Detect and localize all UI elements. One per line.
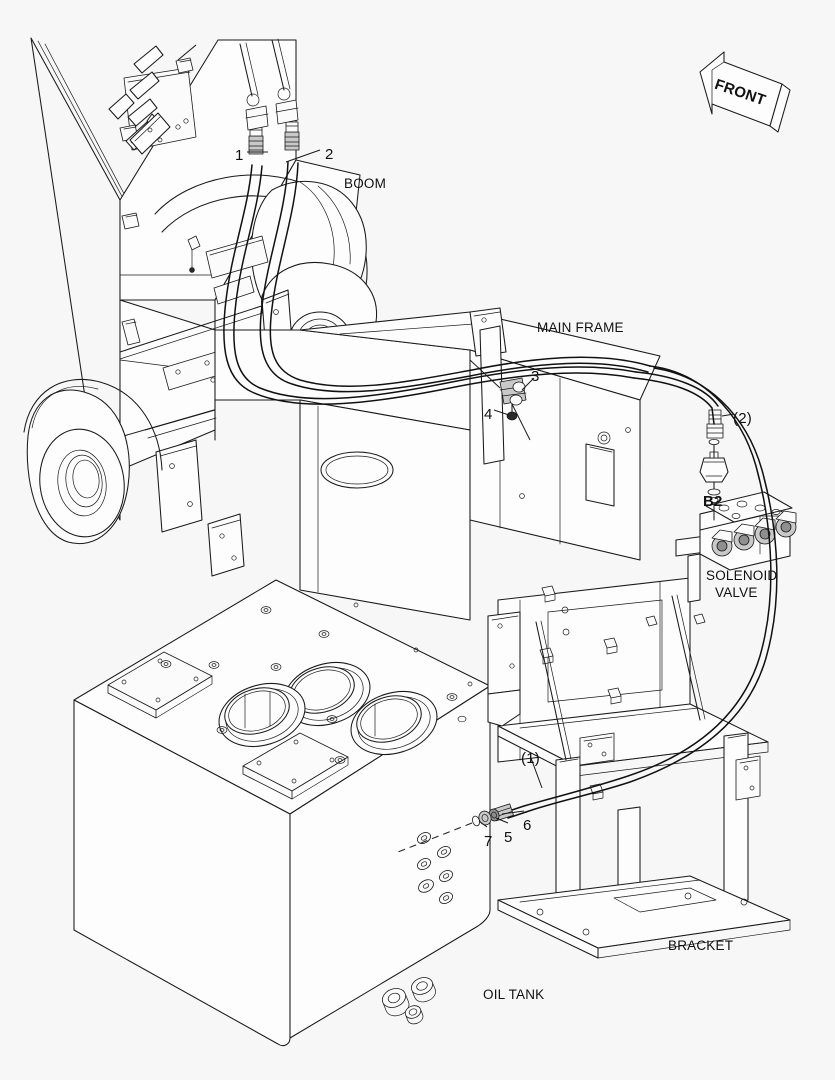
- callout-item-6: 6: [523, 817, 532, 834]
- leader-lines: [247, 149, 735, 828]
- component-label-main-frame: MAIN FRAME: [537, 320, 624, 335]
- tank-bolts: [160, 602, 473, 764]
- check-valve: [699, 438, 729, 496]
- hose-end-fittings-top: [239, 38, 300, 155]
- hose-clamp-assembly: [499, 377, 527, 421]
- deck-brackets: [129, 112, 171, 155]
- callout-item-1: 1: [235, 147, 244, 164]
- callout-item-5: 5: [504, 829, 513, 846]
- callout-assembly-1: (1): [521, 750, 540, 767]
- callout-assembly-2: (2): [733, 410, 752, 427]
- main-frame: [144, 307, 661, 621]
- callout-item-3: 3: [531, 368, 540, 385]
- hydraulic-hoses: [223, 161, 778, 819]
- oil-tank: [73, 579, 491, 1047]
- tank-bushings: [381, 977, 436, 1025]
- front-arrow-icon: [699, 51, 791, 133]
- component-label-bracket: BRACKET: [668, 938, 734, 953]
- callout-item-2: 2: [325, 146, 334, 163]
- component-label-solenoid-valve-line1: SOLENOID: [706, 568, 778, 583]
- hose-end-fittings-lower: [397, 803, 514, 853]
- deck-lug-row: [108, 44, 197, 120]
- hose-end-fitting-2: [706, 409, 724, 439]
- tank-filler-openings: [218, 662, 438, 755]
- component-label-solenoid-valve-line2: VALVE: [715, 585, 758, 600]
- boom-port-adapters: [239, 38, 299, 131]
- component-label-boom: BOOM: [344, 176, 387, 191]
- wheel-assembly: [23, 378, 163, 544]
- callout-item-7: 7: [484, 833, 493, 850]
- bracket-bolts: [539, 585, 706, 900]
- callout-item-4: 4: [484, 406, 493, 423]
- solenoid-valve-assembly: [699, 409, 797, 571]
- component-label-oil-tank: OIL TANK: [483, 987, 545, 1002]
- port-label-b2: B2: [703, 493, 723, 510]
